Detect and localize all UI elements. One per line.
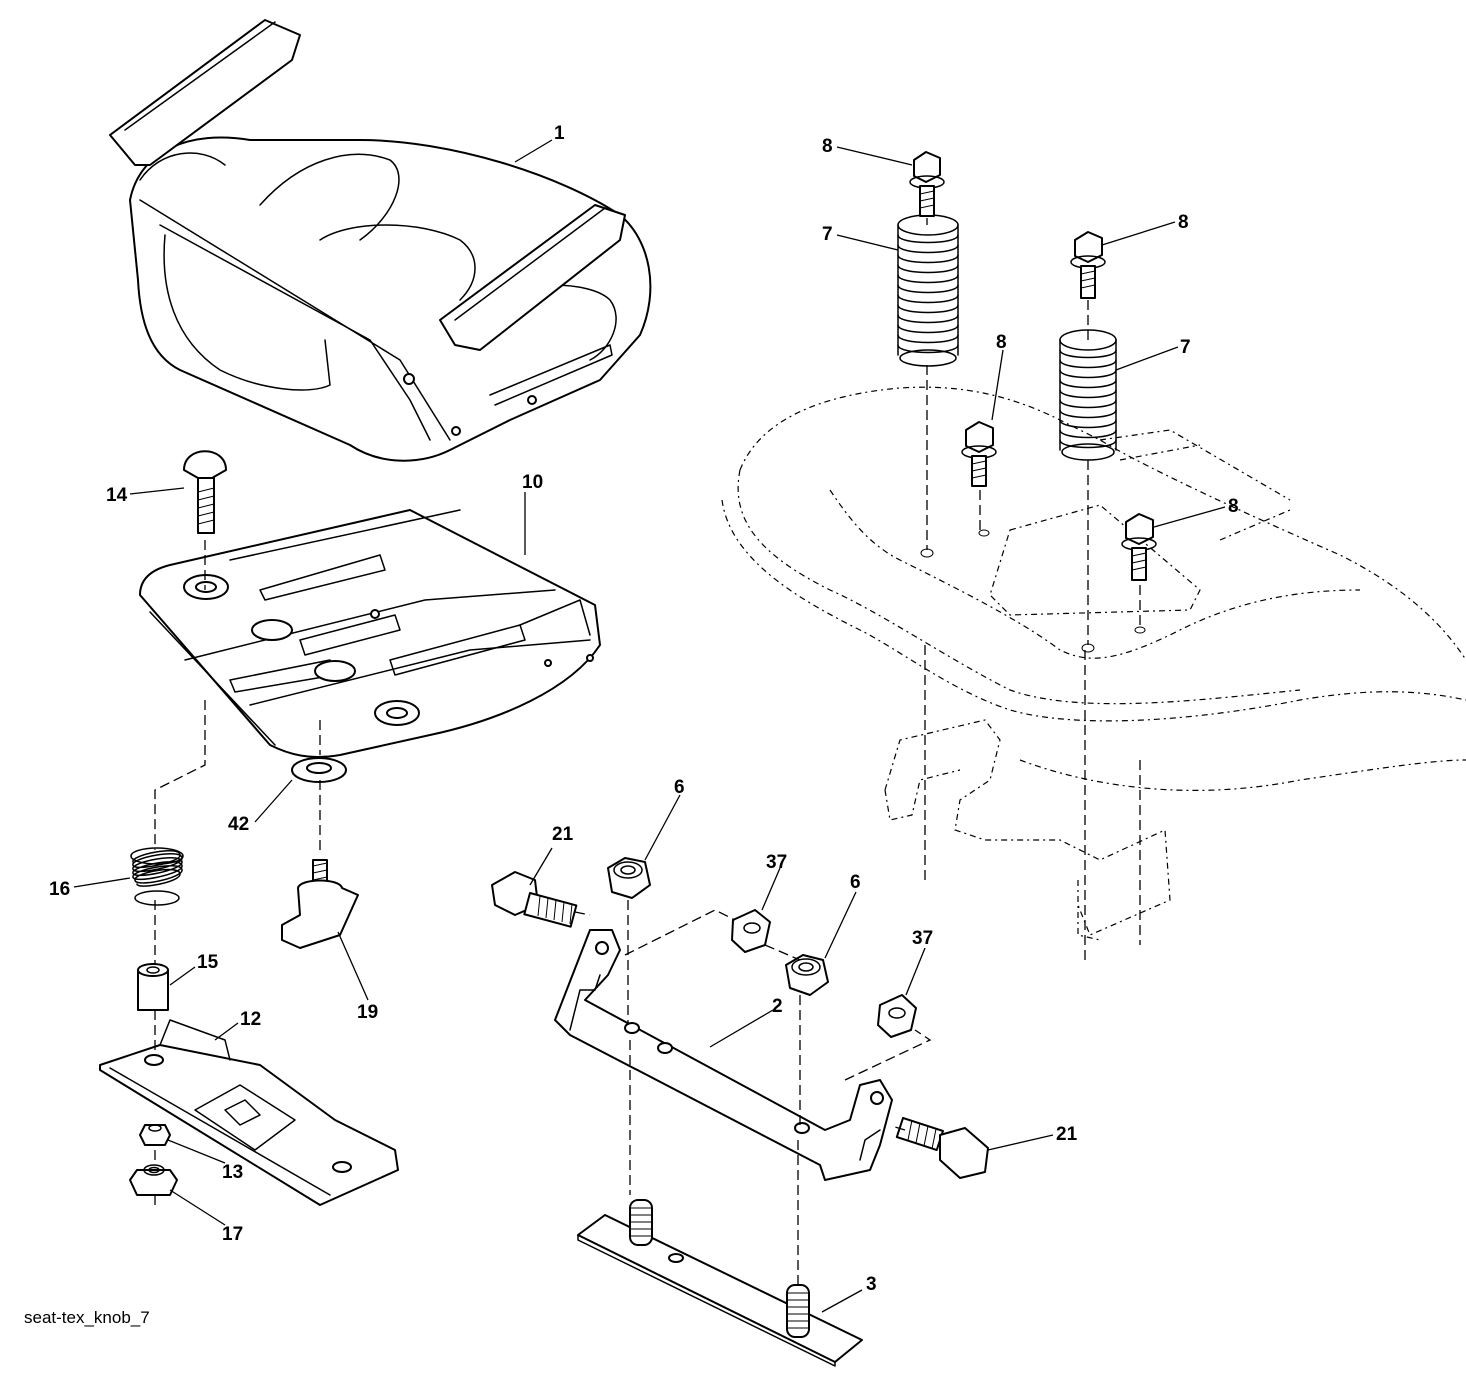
- center-alignment-lines: [574, 900, 932, 1285]
- spacer: [137, 963, 169, 1011]
- callout-14: 14: [106, 485, 128, 506]
- seat-pan: [139, 509, 601, 758]
- callout-37: 37: [912, 928, 933, 949]
- hex-bolt-left: [491, 871, 578, 928]
- right-alignment-lines: [920, 218, 1146, 653]
- callout-15: 15: [197, 952, 219, 973]
- callout-8: 8: [1178, 212, 1189, 233]
- leader-lines: [73, 139, 1226, 1313]
- lock-nut-right: [785, 954, 829, 996]
- seat: [109, 19, 652, 462]
- hex-bolt-right: [895, 1117, 989, 1179]
- carriage-bolt: [183, 450, 227, 534]
- callout-3: 3: [866, 1274, 877, 1295]
- callout-21: 21: [1056, 1124, 1078, 1145]
- callout-6: 6: [850, 872, 861, 893]
- seat-spring: [130, 847, 184, 906]
- flange-bolt-4: [1121, 513, 1157, 581]
- mower-frame-outline: [721, 386, 1466, 960]
- callout-42: 42: [228, 814, 249, 835]
- flange-bolt-2: [1070, 231, 1106, 299]
- isolator-spring-right: [1059, 329, 1117, 461]
- callout-21: 21: [552, 824, 574, 845]
- callout-8: 8: [996, 332, 1007, 353]
- hex-nut-upper: [731, 909, 771, 953]
- lock-nut-left: [607, 857, 651, 899]
- callout-19: 19: [357, 1002, 378, 1023]
- slide-bracket: [99, 1019, 399, 1206]
- callout-2: 2: [772, 996, 783, 1017]
- callout-6: 6: [674, 777, 685, 798]
- callout-37: 37: [766, 852, 787, 873]
- isolator-spring-left: [897, 214, 959, 367]
- callout-7: 7: [1180, 337, 1191, 358]
- callout-labels: 1 8 8 7 7 8 8 10 14 42 16 19 15 12 13 17…: [49, 123, 1239, 1295]
- flange-bolt-3: [961, 421, 997, 487]
- callout-7: 7: [822, 224, 833, 245]
- diagram-caption: seat-tex_knob_7: [24, 1308, 150, 1327]
- callout-1: 1: [554, 123, 565, 144]
- seat-knob: [281, 859, 359, 949]
- callout-17: 17: [222, 1224, 243, 1245]
- callout-12: 12: [240, 1009, 261, 1030]
- callout-10: 10: [522, 472, 543, 493]
- base-plate: [577, 1199, 863, 1367]
- flange-bolt-1: [909, 151, 945, 217]
- callout-8: 8: [822, 136, 833, 157]
- callout-16: 16: [49, 879, 70, 900]
- callout-13: 13: [222, 1162, 243, 1183]
- left-alignment-lines: [154, 540, 321, 1210]
- flange-nut: [129, 1164, 178, 1196]
- small-nut: [139, 1124, 171, 1146]
- seat-mount-bracket: [554, 929, 893, 1181]
- callout-8: 8: [1228, 496, 1239, 517]
- washer: [291, 757, 347, 783]
- hex-nut-lower: [877, 994, 917, 1038]
